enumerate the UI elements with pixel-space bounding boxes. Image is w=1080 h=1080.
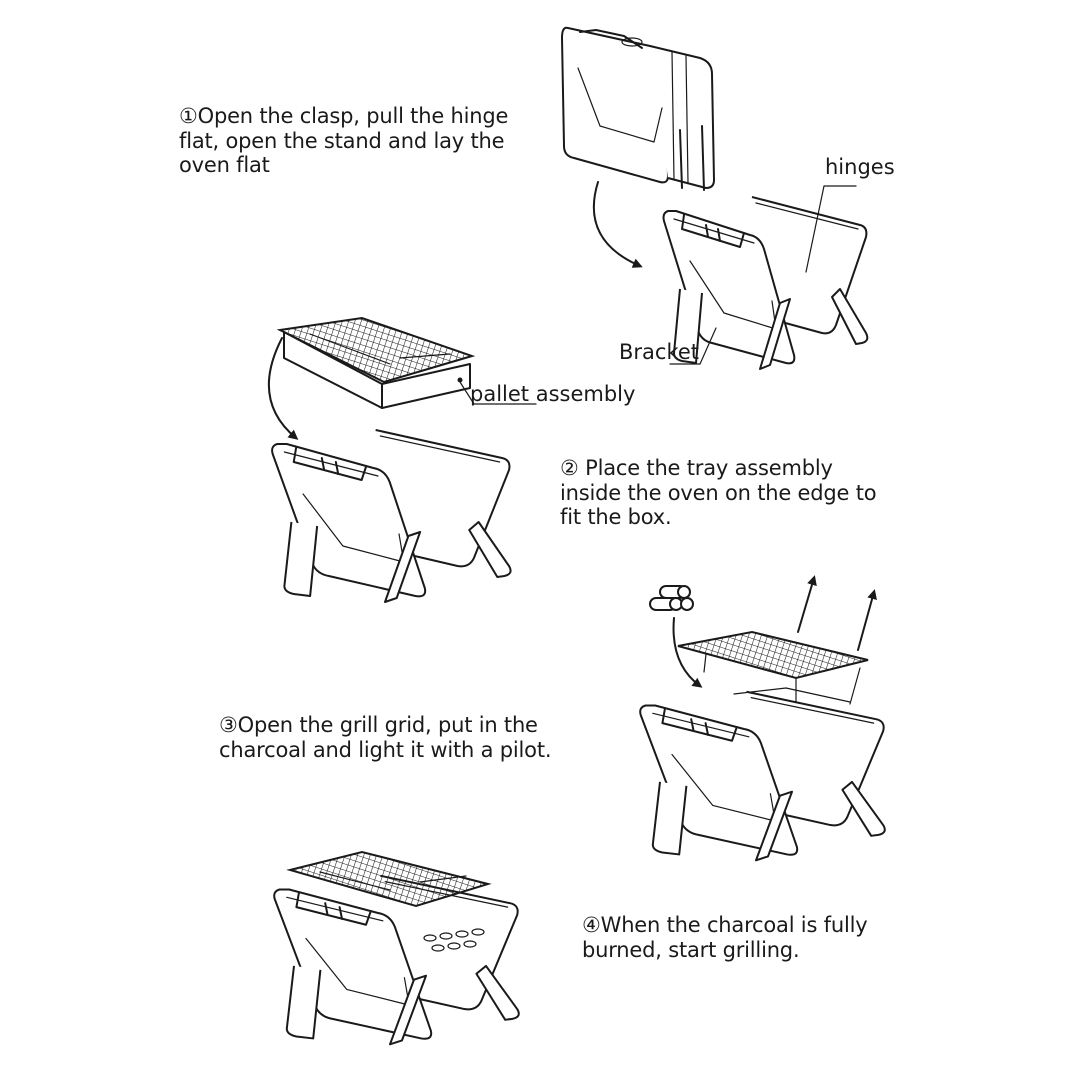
- assembly-label: assembly: [529, 382, 636, 406]
- lift-arrow-icon: [858, 589, 877, 650]
- arrow-icon: [269, 338, 299, 440]
- assembled-grill-illustration: [273, 852, 520, 1046]
- charcoal-icon: [650, 586, 693, 610]
- step-3-instruction: ③Open the grill grid, put in the charcoa…: [219, 713, 552, 762]
- pallet-assembly-illustration: [280, 318, 472, 408]
- grill-with-charcoal-illustration: [639, 632, 886, 862]
- bracket-label: Bracket: [619, 340, 700, 364]
- pallet-leader-line: [460, 382, 536, 404]
- arrow-icon: [594, 182, 643, 268]
- arrow-icon: [674, 618, 703, 688]
- folded-grill-illustration: [562, 28, 714, 190]
- step-2-instruction: ② Place the tray assembly inside the ove…: [560, 456, 877, 529]
- lift-arrow-icon: [798, 575, 817, 632]
- hinges-label: hinges: [825, 155, 895, 179]
- pallet-assembly-label: pallet assembly: [470, 382, 635, 406]
- hinges-leader-line: [806, 186, 856, 272]
- opened-grill-step2-illustration: [270, 428, 512, 604]
- pallet-label-underlined: pallet: [470, 382, 530, 406]
- step-1-instruction: ①Open the clasp, pull the hinge flat, op…: [179, 104, 509, 177]
- bracket-leader-line: [670, 328, 716, 364]
- step-4-instruction: ④When the charcoal is fully burned, star…: [582, 913, 868, 962]
